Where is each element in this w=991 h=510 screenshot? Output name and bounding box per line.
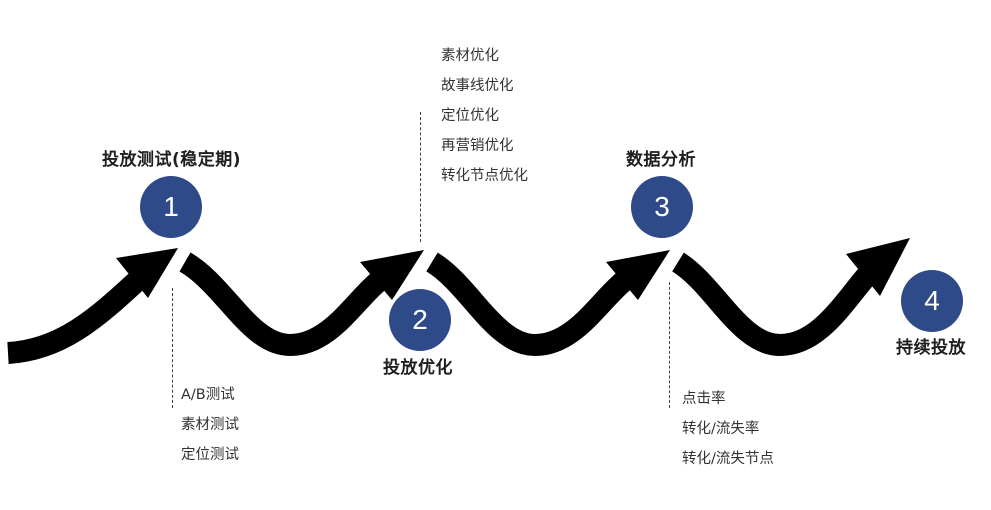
step-3-connector: [669, 282, 670, 408]
arrowhead-1: [116, 248, 178, 298]
note-item: 再营销优化: [441, 138, 514, 154]
note-item: 点击率: [682, 391, 726, 407]
step-2-title: 投放优化: [383, 358, 453, 378]
step-4-badge: 4: [901, 270, 963, 332]
step-1-badge: 1: [140, 176, 202, 238]
note-item: 定位优化: [441, 108, 499, 124]
wave-segment-3: [425, 252, 633, 356]
step-2-badge: 2: [389, 289, 451, 351]
step-3-badge: 3: [631, 176, 693, 238]
step-1-connector: [172, 288, 173, 408]
note-item: 素材优化: [441, 48, 499, 64]
wave-segment-1: [7, 269, 148, 364]
note-item: A/B测试: [181, 387, 235, 403]
step-4-title: 持续投放: [896, 338, 966, 358]
arrowhead-2: [360, 250, 424, 300]
step-1-notes: A/B测试 素材测试 定位测试: [181, 380, 239, 470]
note-item: 定位测试: [181, 447, 239, 463]
arrowhead-4: [846, 238, 910, 296]
step-2-notes: 素材优化 故事线优化 定位优化 再营销优化 转化节点优化: [441, 41, 528, 191]
note-item: 素材测试: [181, 417, 239, 433]
note-item: 转化/流失节点: [682, 451, 774, 467]
step-2-connector: [420, 112, 421, 242]
wave-segment-2: [179, 252, 388, 356]
note-item: 转化节点优化: [441, 168, 528, 184]
step-3-notes: 点击率 转化/流失率 转化/流失节点: [682, 384, 774, 474]
arrowhead-3: [606, 250, 670, 300]
step-3-title: 数据分析: [626, 150, 696, 170]
step-1-title: 投放测试(稳定期): [102, 150, 242, 170]
note-item: 转化/流失率: [682, 421, 760, 437]
note-item: 故事线优化: [441, 78, 514, 94]
wave-segment-4: [671, 252, 879, 356]
